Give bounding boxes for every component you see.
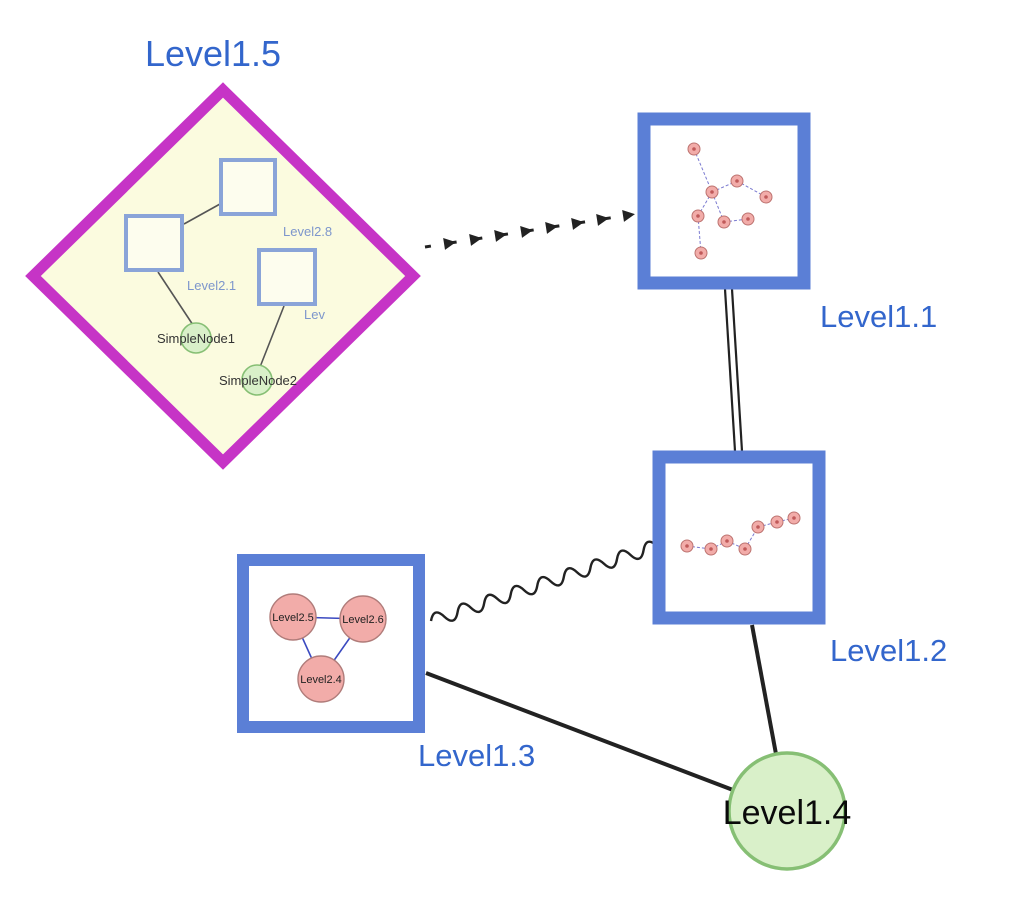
level1-1-subgraph-nodes [687, 142, 773, 260]
level1-5-label: Level1.5 [145, 33, 281, 74]
level2-6-circle[interactable] [339, 595, 387, 643]
inner-edge-lev-to-simplenode2[interactable] [259, 305, 285, 368]
level1-1-label: Level1.1 [820, 299, 937, 334]
level1-2-square[interactable] [652, 450, 826, 625]
group-node-level1-5: Level1.5 Level2.8 Level2.1 Lev SimpleNod… [25, 33, 421, 470]
level1-3-label: Level1.3 [418, 738, 535, 773]
level2-1-label: Level2.1 [187, 278, 236, 293]
level2-8-square[interactable] [219, 158, 277, 216]
lev-square[interactable] [257, 248, 317, 306]
level1-1-square[interactable] [637, 112, 811, 290]
level1-4-label: Level1.4 [723, 794, 852, 832]
edge-level1-5-to-level1-1[interactable] [424, 209, 635, 250]
inner-edge-level2-1-to-level2-8[interactable] [183, 203, 221, 225]
node-level1-1: Level1.1 [637, 112, 937, 334]
level2-1-square[interactable] [124, 214, 184, 272]
simplenode2-label: SimpleNode2 [219, 373, 297, 388]
edge-level1-3-to-level1-4[interactable] [425, 671, 734, 792]
edge-level1-3-to-level1-2[interactable] [429, 540, 659, 627]
node-level1-2: Level1.2 [652, 450, 947, 668]
lev-label: Lev [304, 307, 325, 322]
level1-5-diamond[interactable] [25, 82, 421, 470]
level2-5-label: Level2.5 [272, 612, 314, 624]
node-level1-3: Level2.5 Level2.6 Level2.4 Level1.3 [237, 554, 535, 773]
simplenode1-circle[interactable] [180, 322, 212, 354]
edge-level1-2-to-level1-4[interactable] [750, 624, 778, 755]
simplenode2-circle[interactable] [241, 364, 273, 396]
level1-3-square[interactable] [237, 554, 425, 733]
level2-6-label: Level2.6 [342, 614, 384, 626]
level2-4-circle[interactable] [297, 655, 345, 703]
level1-2-label: Level1.2 [830, 633, 947, 668]
level1-4-circle[interactable] [727, 751, 847, 871]
subgraph-node-dots [692, 147, 768, 255]
inner-edge-level2-1-to-simplenode1[interactable] [157, 271, 194, 326]
subgraph-node-dots [685, 516, 796, 551]
edge-level1-1-to-level1-2[interactable] [723, 288, 744, 452]
level2-8-label: Level2.8 [283, 224, 332, 239]
level2-5-circle[interactable] [269, 593, 317, 641]
simplenode1-label: SimpleNode1 [157, 331, 235, 346]
node-level1-4: Level1.4 [723, 751, 852, 871]
level2-4-label: Level2.4 [300, 674, 342, 686]
